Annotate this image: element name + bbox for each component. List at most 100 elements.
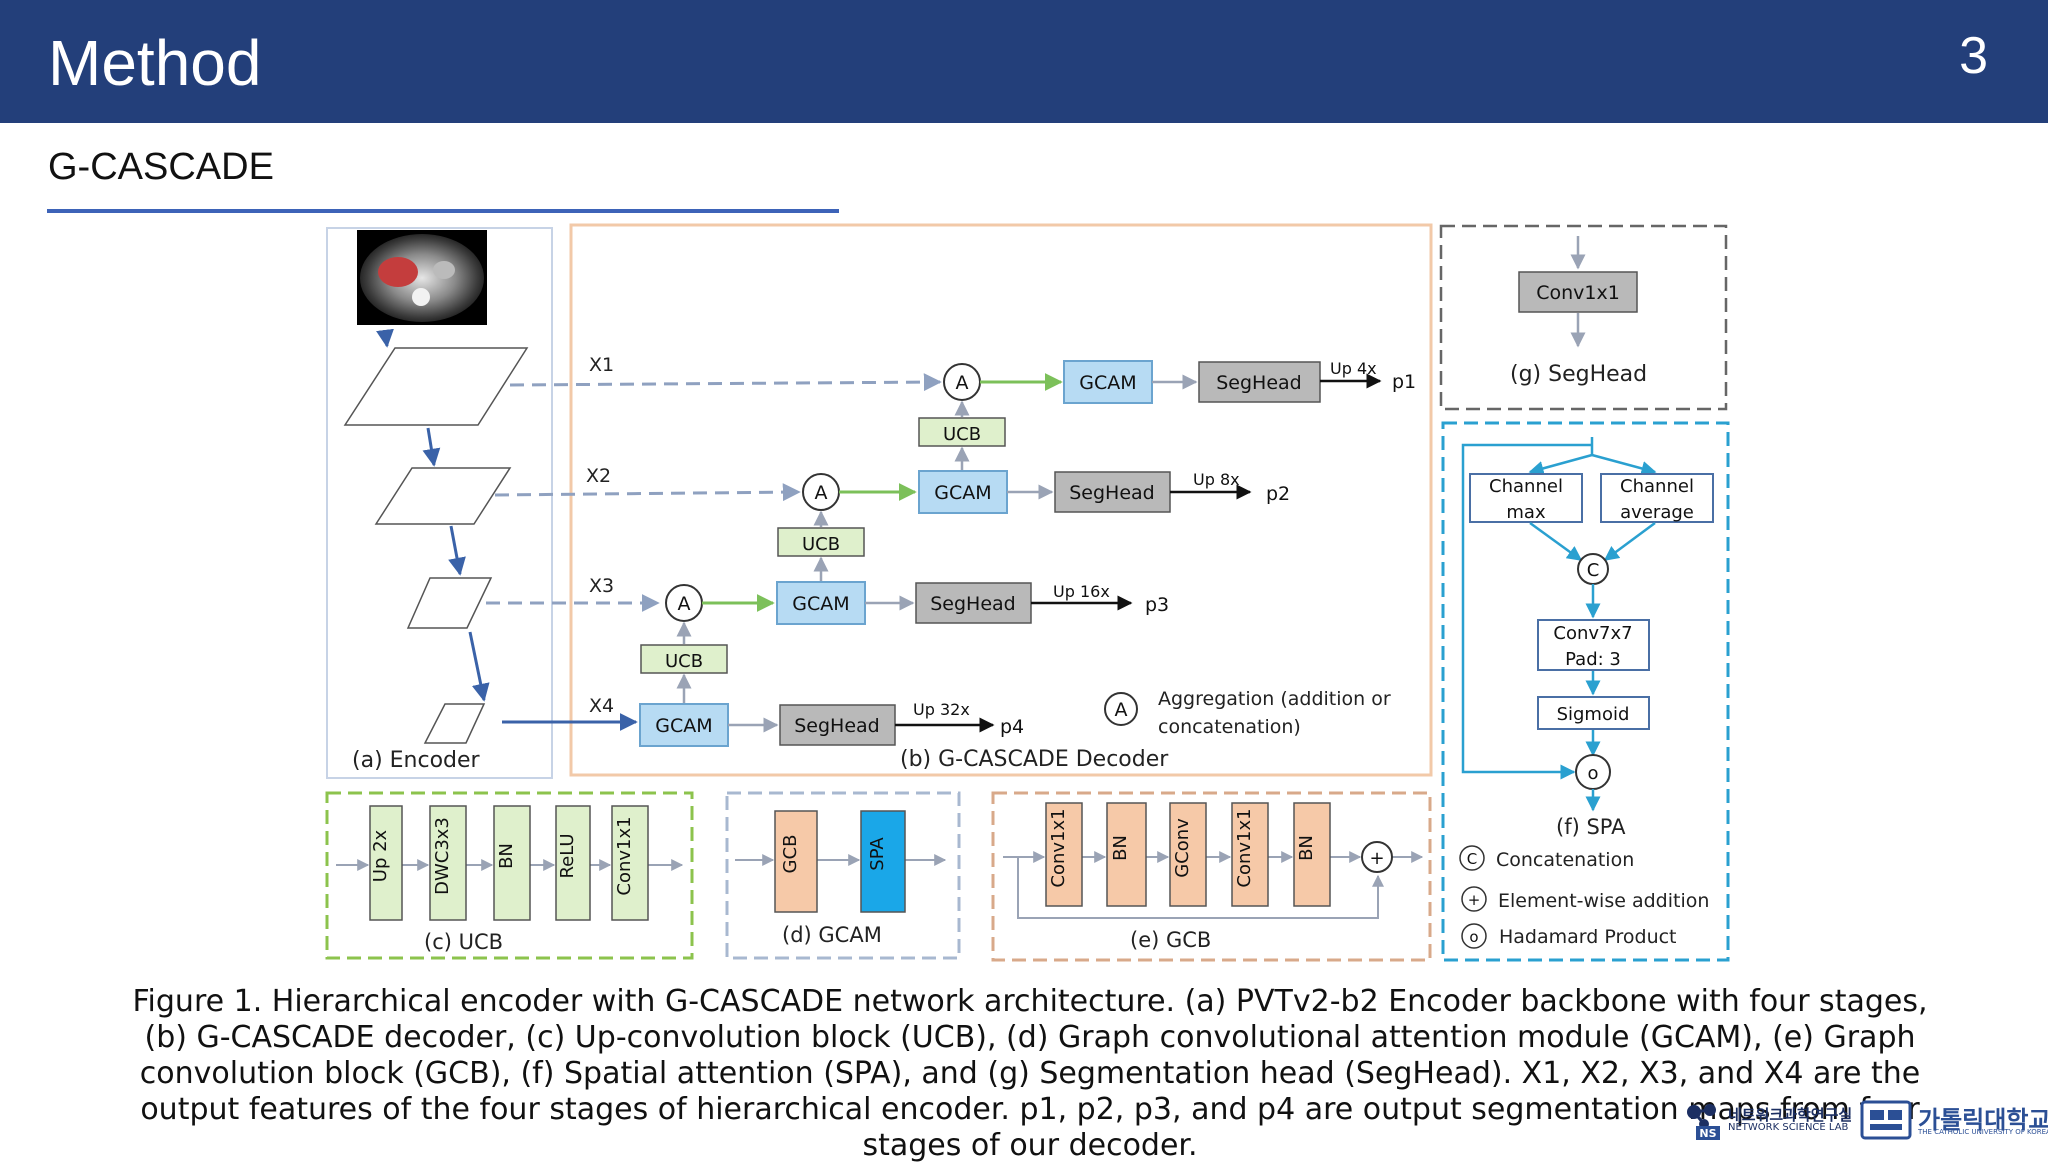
encoder-panel: (a) Encoder bbox=[325, 227, 554, 779]
gcb-layer-gconv: GConv bbox=[1169, 802, 1207, 907]
seghead-block-3: SegHead bbox=[915, 582, 1032, 624]
svg-text:GCAM: GCAM bbox=[792, 593, 849, 615]
gcam-layer-spa: SPA bbox=[860, 810, 906, 913]
network-lab-name-en: NETWORK SCIENCE LAB bbox=[1728, 1122, 1849, 1133]
svg-text:BN: BN bbox=[496, 843, 517, 869]
svg-text:Sigmoid: Sigmoid bbox=[1557, 704, 1630, 725]
svg-text:BN: BN bbox=[1296, 835, 1317, 861]
encoder-label: (a) Encoder bbox=[352, 748, 481, 773]
ucb-block-2: UCB bbox=[777, 527, 865, 557]
spa-panel: Channel max Channel average C Conv7x7 Pa… bbox=[1441, 421, 1730, 962]
svg-text:BN: BN bbox=[1110, 835, 1131, 861]
svg-text:A: A bbox=[678, 593, 691, 615]
svg-text:DWC3x3: DWC3x3 bbox=[432, 817, 453, 895]
ucb-panel: Up 2x DWC3x3 BN ReLU Conv1x1 (c) UCB bbox=[325, 791, 694, 960]
slide-subtitle: G-CASCADE bbox=[48, 146, 274, 188]
ucb-panel-label: (c) UCB bbox=[424, 930, 503, 954]
aggregation-legend: A Aggregation (addition or concatenation… bbox=[1104, 688, 1391, 738]
channel-max-block: Channel max bbox=[1469, 473, 1583, 523]
gcb-panel-label: (e) GCB bbox=[1130, 928, 1211, 952]
upsample-label-4: Up 32x bbox=[913, 700, 970, 719]
feature-x2: X2 bbox=[586, 465, 611, 487]
gcb-layer-bn-b: BN bbox=[1293, 802, 1331, 907]
svg-text:Up 2x: Up 2x bbox=[370, 829, 391, 882]
sigmoid-block: Sigmoid bbox=[1537, 696, 1650, 730]
svg-text:GConv: GConv bbox=[1172, 818, 1193, 878]
svg-text:UCB: UCB bbox=[665, 651, 703, 672]
svg-text:concatenation): concatenation) bbox=[1158, 716, 1301, 738]
university-name-en: THE CATHOLIC UNIVERSITY OF KOREA bbox=[1918, 1128, 2048, 1136]
university-name: 가톨릭대학교 bbox=[1918, 1106, 2048, 1134]
feature-x1: X1 bbox=[589, 354, 614, 376]
channel-average-block: Channel average bbox=[1600, 473, 1714, 523]
gcb-layer-bn-a: BN bbox=[1106, 802, 1147, 907]
gcam-block-4: GCAM bbox=[639, 703, 729, 747]
svg-text:SegHead: SegHead bbox=[1069, 482, 1155, 504]
svg-text:UCB: UCB bbox=[943, 424, 981, 445]
svg-text:Hadamard Product: Hadamard Product bbox=[1499, 926, 1677, 948]
gcb-panel: Conv1x1 BN GConv Conv1x1 BN + (e) GCB bbox=[991, 791, 1432, 962]
svg-text:Concatenation: Concatenation bbox=[1496, 849, 1634, 871]
svg-text:SegHead: SegHead bbox=[930, 593, 1016, 615]
gcam-panel-label: (d) GCAM bbox=[782, 923, 882, 947]
svg-text:C: C bbox=[1467, 850, 1477, 868]
stage-2-plane bbox=[374, 467, 512, 525]
gcam-block-3: GCAM bbox=[776, 581, 866, 625]
gcb-layer-conv1x1-b: Conv1x1 bbox=[1231, 802, 1269, 907]
svg-text:Element-wise addition: Element-wise addition bbox=[1498, 890, 1709, 912]
svg-text:o: o bbox=[1587, 763, 1598, 784]
svg-text:GCAM: GCAM bbox=[934, 482, 991, 504]
upsample-label-3: Up 16x bbox=[1053, 582, 1110, 601]
svg-text:Aggregation (addition or: Aggregation (addition or bbox=[1158, 688, 1391, 710]
svg-text:Conv1x1: Conv1x1 bbox=[1234, 808, 1255, 887]
svg-text:Channel: Channel bbox=[1620, 476, 1694, 497]
spa-panel-label: (f) SPA bbox=[1556, 815, 1626, 839]
spa-legend-add: +Element-wise addition bbox=[1461, 886, 1709, 912]
output-p1: p1 bbox=[1392, 371, 1416, 393]
subtitle-underline bbox=[47, 209, 839, 213]
slide-header bbox=[0, 0, 2048, 123]
svg-text:A: A bbox=[815, 482, 828, 504]
aggregation-node-1: A bbox=[943, 363, 981, 401]
seghead-panel-label: (g) SegHead bbox=[1510, 362, 1647, 387]
svg-text:GCAM: GCAM bbox=[1079, 372, 1136, 394]
feature-x4: X4 bbox=[589, 695, 614, 717]
seghead-panel: Conv1x1 (g) SegHead bbox=[1439, 224, 1728, 411]
ucb-block-3: UCB bbox=[640, 644, 728, 674]
upsample-label-1: Up 4x bbox=[1330, 359, 1377, 378]
decoder-label: (b) G-CASCADE Decoder bbox=[900, 747, 1169, 772]
figure-caption: Figure 1. Hierarchical encoder with G-CA… bbox=[132, 984, 1928, 1163]
svg-text:o: o bbox=[1469, 928, 1478, 946]
svg-text:+: + bbox=[1369, 848, 1384, 869]
university-logo-icon bbox=[1860, 1100, 1912, 1140]
conv7x7-block: Conv7x7 Pad: 3 bbox=[1537, 619, 1650, 671]
gcam-panel: GCB SPA (d) GCAM bbox=[725, 791, 961, 960]
svg-text:Channel: Channel bbox=[1489, 476, 1563, 497]
gcam-layer-gcb: GCB bbox=[774, 810, 818, 913]
stage-1-plane bbox=[343, 347, 529, 426]
ct-scan-image bbox=[357, 230, 487, 325]
spa-legend-concat: C Concatenation bbox=[1459, 845, 1634, 871]
gcam-block-2: GCAM bbox=[918, 470, 1008, 514]
seghead-block-2: SegHead bbox=[1054, 471, 1171, 513]
svg-text:C: C bbox=[1587, 560, 1600, 581]
ucb-layer-bn: BN bbox=[493, 805, 531, 921]
svg-text:Conv7x7: Conv7x7 bbox=[1553, 623, 1632, 644]
ucb-layer-dwc3x3: DWC3x3 bbox=[429, 805, 467, 921]
output-p3: p3 bbox=[1145, 594, 1169, 616]
svg-text:GCAM: GCAM bbox=[655, 715, 712, 737]
output-p2: p2 bbox=[1266, 483, 1290, 505]
concat-node: C bbox=[1577, 553, 1609, 585]
svg-text:ReLU: ReLU bbox=[557, 833, 578, 878]
svg-text:Conv1x1: Conv1x1 bbox=[1048, 808, 1069, 887]
ucb-layer-conv1x1: Conv1x1 bbox=[611, 805, 649, 921]
aggregation-node-2: A bbox=[802, 473, 840, 511]
seghead-block-1: SegHead bbox=[1198, 361, 1321, 403]
stage-4-plane bbox=[423, 703, 486, 744]
gcb-add-node: + bbox=[1361, 841, 1393, 873]
feature-x3: X3 bbox=[589, 575, 614, 597]
svg-text:max: max bbox=[1506, 502, 1546, 523]
svg-text:A: A bbox=[956, 372, 969, 394]
svg-text:Conv1x1: Conv1x1 bbox=[1536, 282, 1620, 304]
